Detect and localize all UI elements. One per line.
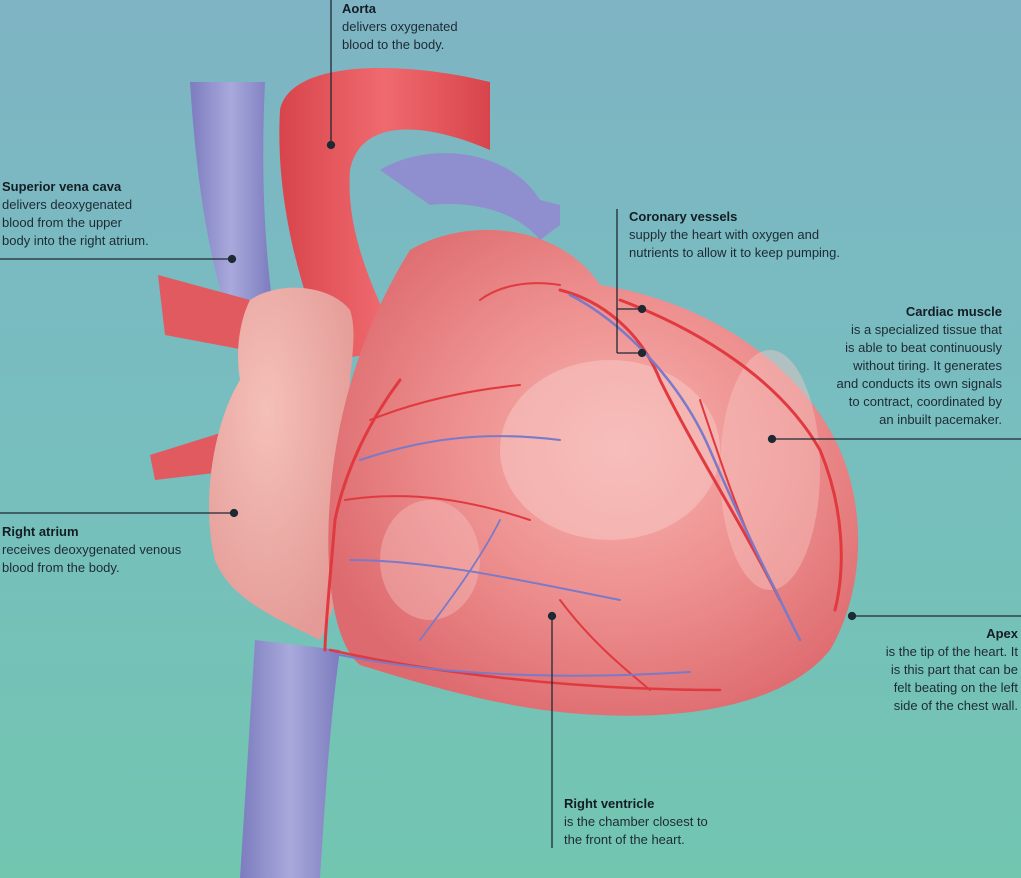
superior-vena-cava-desc: delivers deoxygenated blood from the upp… (2, 197, 149, 248)
apex-title: Apex (986, 626, 1018, 641)
right-ventricle-desc: is the chamber closest to the front of t… (564, 814, 708, 847)
coronary-vessels-label: Coronary vessels supply the heart with o… (629, 208, 899, 262)
cardiac-muscle-title: Cardiac muscle (905, 304, 1002, 319)
right-atrium-label: Right atrium receives deoxygenated venou… (2, 523, 222, 577)
cardiac-muscle-desc: is a specialized tissue that is able to … (836, 322, 1002, 427)
coronary-vessels-desc: supply the heart with oxygen and nutrien… (629, 227, 841, 260)
leader-lines (0, 0, 1021, 848)
right-atrium-chamber (209, 287, 354, 640)
muscle-highlight (500, 360, 720, 540)
aorta-label: Aorta delivers oxygenated blood to the b… (342, 0, 502, 54)
pulmonary-vessels (380, 153, 560, 240)
coronary-veins (339, 293, 802, 677)
right-ventricle-title: Right ventricle (564, 796, 655, 811)
coronary-arteries (323, 282, 843, 692)
inferior-vena-cava (240, 640, 340, 878)
aorta-vessel (279, 67, 490, 361)
coronary-vessels-title: Coronary vessels (629, 209, 738, 224)
muscle-highlight (380, 500, 480, 620)
apex-desc: is the tip of the heart. It is this part… (885, 644, 1018, 713)
right-ventricle-label: Right ventricle is the chamber closest t… (564, 795, 764, 849)
right-atrium-desc: receives deoxygenated venous blood from … (2, 542, 182, 575)
superior-vena-cava-label: Superior vena cava delivers deoxygenated… (2, 178, 212, 250)
right-atrium-title: Right atrium (2, 524, 79, 539)
aorta-desc: delivers oxygenated blood to the body. (342, 19, 458, 52)
aorta-title: Aorta (342, 1, 376, 16)
apex-label: Apex is the tip of the heart. It is this… (828, 625, 1018, 715)
pulmonary-artery (158, 275, 250, 350)
superior-vena-cava-title: Superior vena cava (2, 179, 122, 194)
cardiac-muscle-label: Cardiac muscle is a specialized tissue t… (782, 303, 1002, 429)
superior-vena-cava-vessel (190, 82, 272, 320)
